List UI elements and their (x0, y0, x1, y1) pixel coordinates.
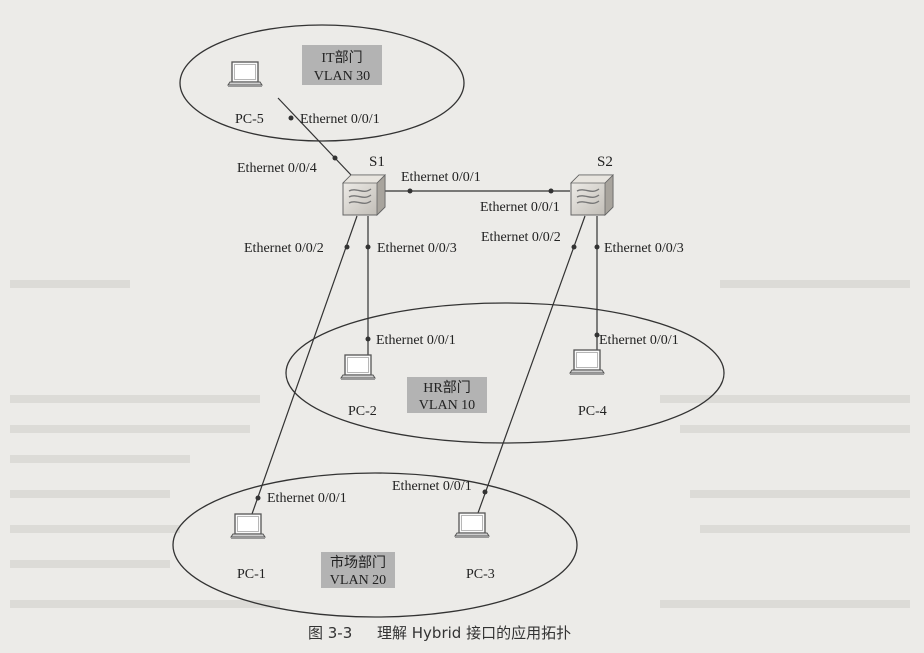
switch-s2-label: S2 (597, 154, 613, 170)
switch-s1[interactable] (342, 174, 386, 216)
port-label-pc5: Ethernet 0/0/1 (300, 112, 380, 127)
vlan-20-label: 市场部门 VLAN 20 (321, 552, 395, 588)
laptop-icon (569, 349, 605, 376)
pc-4[interactable] (569, 349, 605, 376)
port-label-s2-e01: Ethernet 0/0/1 (480, 200, 560, 215)
port-label-s1-e01: Ethernet 0/0/1 (401, 170, 481, 185)
switch-icon (570, 174, 614, 216)
vlan-20-ellipse (172, 472, 578, 618)
figure-caption-text: 理解 Hybrid 接口的应用拓扑 (377, 624, 571, 642)
laptop-icon (230, 513, 266, 540)
laptop-icon (454, 512, 490, 539)
pc-5[interactable] (227, 61, 263, 88)
port-label-pc1: Ethernet 0/0/1 (267, 491, 347, 506)
pc-2[interactable] (340, 354, 376, 381)
vlan-10-label: HR部门 VLAN 10 (407, 377, 487, 413)
laptop-icon (340, 354, 376, 381)
link-s1-pc1 (251, 215, 358, 515)
vlan-30-label: IT部门 VLAN 30 (302, 45, 382, 85)
port-label-s1-e04: Ethernet 0/0/4 (237, 161, 317, 176)
vlan-10-ellipse (285, 302, 725, 444)
vlan-10-id: VLAN 10 (419, 398, 475, 413)
vlan-30-dept: IT部门 (321, 50, 362, 66)
switch-icon (342, 174, 386, 216)
vlan-30-id: VLAN 30 (314, 69, 370, 84)
port-label-pc2: Ethernet 0/0/1 (376, 333, 456, 348)
background-page-text (10, 280, 910, 608)
port-label-s2-e02: Ethernet 0/0/2 (481, 230, 561, 245)
vlan-10-dept: HR部门 (423, 380, 470, 396)
link-s2-pc3 (477, 215, 586, 514)
pc-3[interactable] (454, 512, 490, 539)
port-label-s1-e02: Ethernet 0/0/2 (244, 241, 324, 256)
figure-caption-number: 图 3-3 (308, 624, 352, 642)
pc-1[interactable] (230, 513, 266, 540)
laptop-icon (227, 61, 263, 88)
pc-4-label: PC-4 (578, 404, 607, 419)
link-pc5-s1 (277, 97, 353, 177)
vlan-20-dept: 市场部门 (330, 554, 386, 571)
port-label-s1-e03: Ethernet 0/0/3 (377, 241, 457, 256)
switch-s2[interactable] (570, 174, 614, 216)
vlan-30-ellipse (179, 24, 465, 142)
switch-s1-label: S1 (369, 154, 385, 170)
vlan-20-id: VLAN 20 (330, 573, 386, 588)
pc-5-label: PC-5 (235, 112, 264, 127)
port-label-s2-e03: Ethernet 0/0/3 (604, 241, 684, 256)
port-dots (255, 115, 600, 501)
pc-1-label: PC-1 (237, 567, 266, 582)
port-label-pc4: Ethernet 0/0/1 (599, 333, 679, 348)
pc-3-label: PC-3 (466, 567, 495, 582)
port-label-pc3: Ethernet 0/0/1 (392, 479, 472, 494)
pc-2-label: PC-2 (348, 404, 377, 419)
